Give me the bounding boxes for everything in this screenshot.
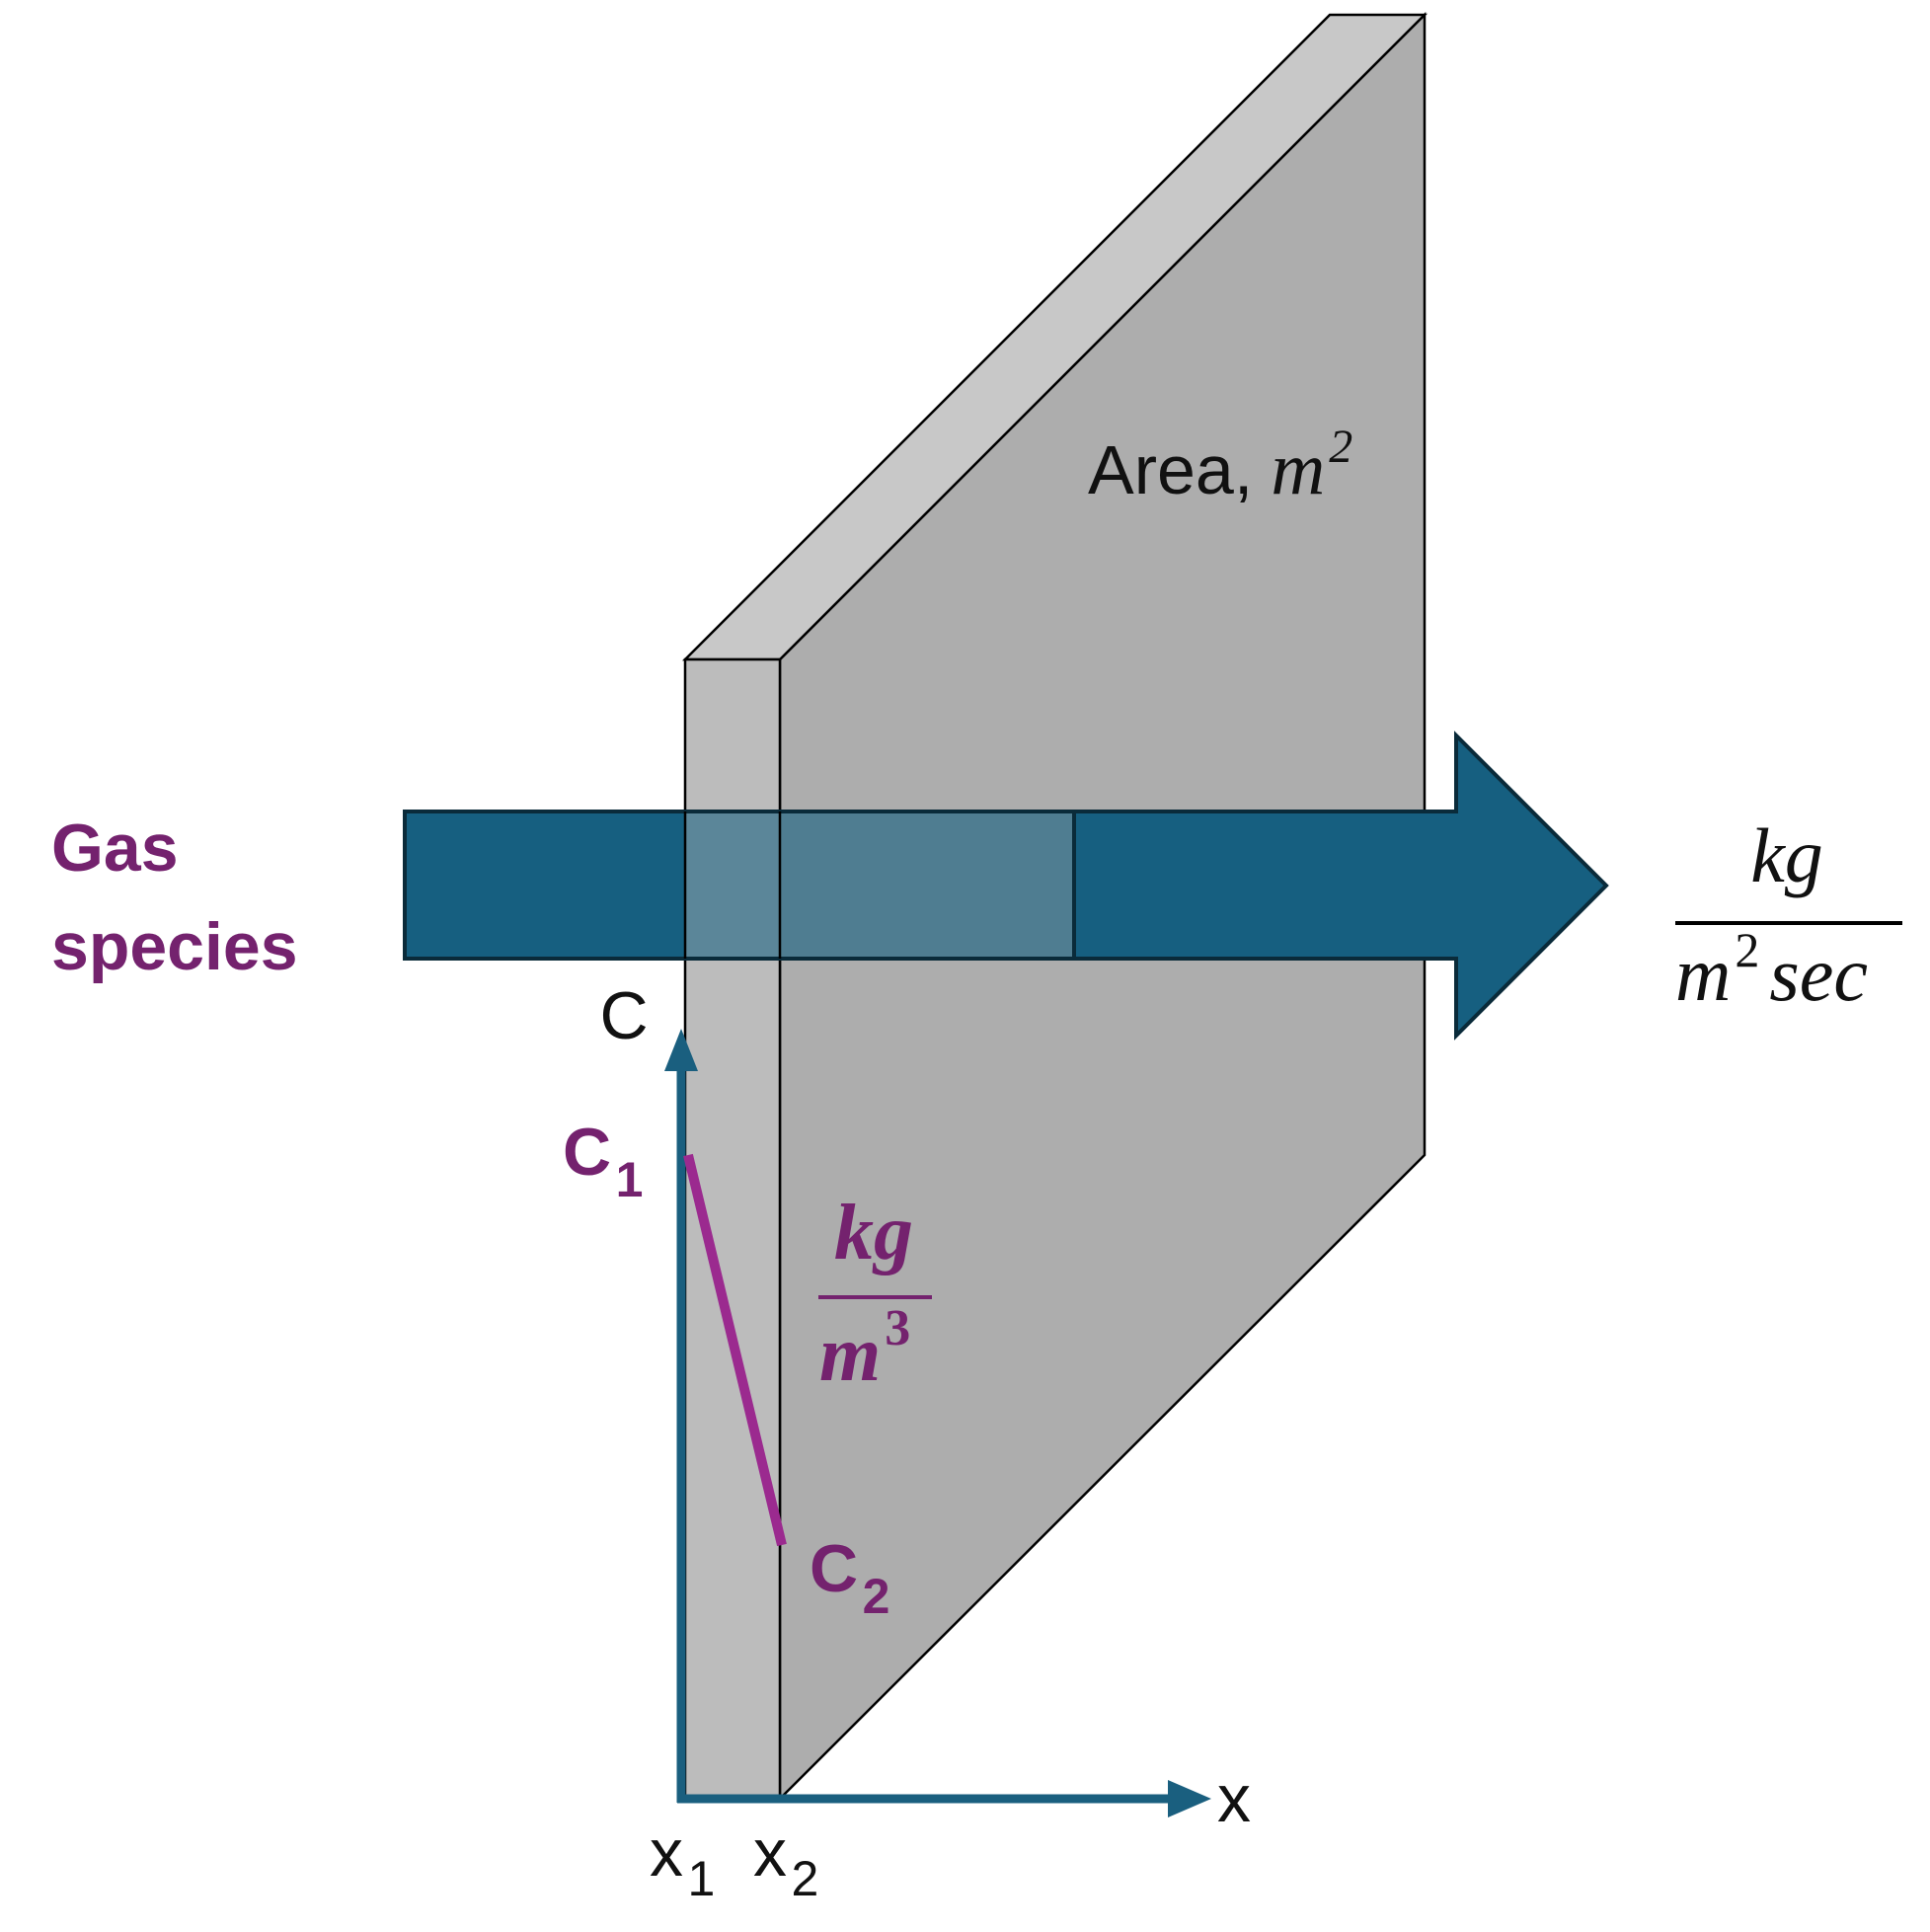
x2-sub: 2 [791,1851,818,1906]
area-prefix-text: Area, [1088,431,1253,508]
conc-numerator: kg [834,1190,913,1276]
c-axis-label: C [599,978,648,1053]
c1-sub: 1 [616,1152,644,1207]
x-axis-label: x [1217,1761,1251,1836]
flux-den-exp: 2 [1735,922,1759,977]
x-axis-arrowhead [1168,1780,1211,1817]
conc-denominator: m 3 [819,1300,910,1398]
x2-main: x [753,1816,787,1891]
flux-den-var: m [1675,931,1731,1017]
c1-label: C 1 [563,1115,643,1207]
x1-label: x 1 [650,1816,715,1906]
flux-den-rest: sec [1769,931,1868,1017]
conc-den-var: m [819,1311,881,1398]
c2-sub: 2 [863,1569,890,1624]
arrow-slab-overlap-front [685,811,780,959]
concentration-gradient-line [683,1153,787,1547]
c2-main: C [810,1531,858,1606]
conc-den-exp: 3 [885,1300,910,1356]
c1-main: C [563,1115,611,1190]
gas-species-label-line2: species [51,909,298,984]
flux-numerator: kg [1750,812,1823,898]
area-unit-exp: 2 [1329,421,1352,473]
arrow-slab-overlap-face [780,811,1074,959]
area-label: Area, m 2 [1088,421,1352,510]
c-axis-arrowhead [664,1029,698,1071]
c2-label: C 2 [810,1531,889,1624]
x2-label: x 2 [753,1816,818,1906]
area-unit-var: m [1271,427,1325,510]
x1-sub: 1 [687,1851,715,1906]
x1-main: x [650,1816,683,1891]
flux-denominator: m 2 sec [1675,922,1868,1017]
flux-arrow-outline-tail [403,810,1076,961]
gas-species-label-line1: Gas [51,811,179,886]
